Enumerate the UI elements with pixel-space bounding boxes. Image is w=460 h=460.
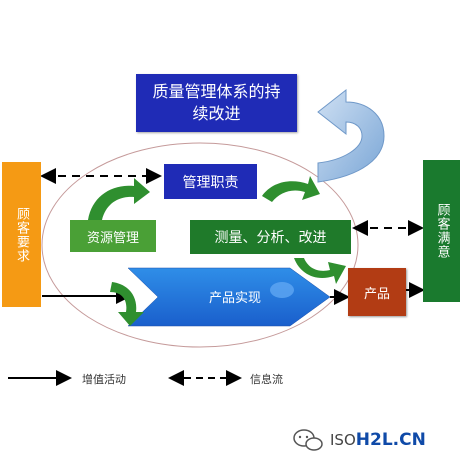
watermark: ISO H2L.CN xyxy=(290,427,455,453)
product-box: 产品 xyxy=(348,268,406,316)
customer-satisfaction-box: 顾客满意 xyxy=(423,160,460,302)
title-box: 质量管理体系的持续改进 xyxy=(136,74,297,132)
green-curved-arrow-3 xyxy=(294,258,346,284)
process-ellipse xyxy=(41,142,359,348)
customer-requirements-box: 顾客要求 xyxy=(2,162,41,307)
customer-requirements-label: 顾客要求 xyxy=(14,206,29,263)
improvement-curved-arrow xyxy=(317,88,385,183)
green-curved-arrow-2 xyxy=(262,176,320,202)
watermark-brand: H2L.CN xyxy=(355,430,426,450)
product-realization-label: 产品实现 xyxy=(208,290,261,306)
watermark-prefix: ISO xyxy=(330,431,356,449)
legend-dashed-label: 信息流 xyxy=(250,373,283,386)
resource-management-box: 资源管理 xyxy=(70,220,156,252)
green-curved-arrow-1 xyxy=(88,178,150,220)
measurement-analysis-improvement-box: 测量、分析、改进 xyxy=(190,220,351,254)
wechat-chat-icon xyxy=(293,429,323,451)
chevron-highlight xyxy=(270,282,294,298)
management-responsibility-box: 管理职责 xyxy=(164,164,257,199)
legend-solid-label: 增值活动 xyxy=(82,373,126,386)
customer-satisfaction-label: 顾客满意 xyxy=(434,203,450,259)
green-curved-arrow-4 xyxy=(110,282,144,326)
